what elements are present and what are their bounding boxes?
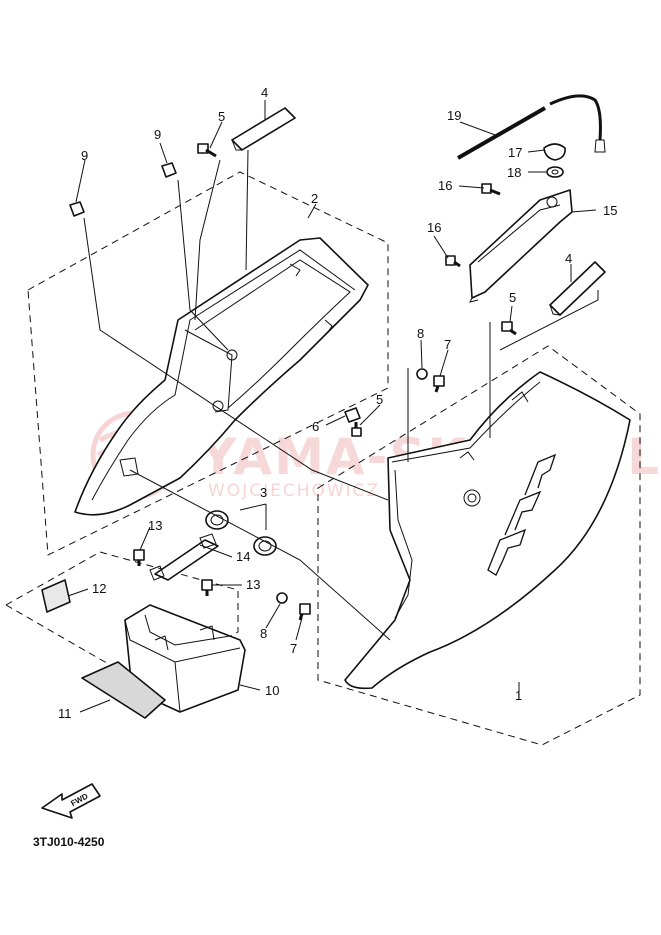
part-15-bracket [469, 189, 573, 303]
group-box-1 [317, 345, 641, 746]
callout-3: 3 [260, 485, 267, 500]
part-14-band [149, 533, 219, 581]
part-5-bolt-c [351, 422, 362, 437]
callout-16a: 16 [438, 178, 452, 193]
part-7-screw-a [433, 375, 445, 393]
part-3-grommet-a [205, 510, 229, 530]
group-box-2 [27, 171, 389, 556]
callout-12: 12 [92, 581, 106, 596]
callout-7a: 7 [444, 337, 451, 352]
callout-4b: 4 [565, 251, 572, 266]
callout-8a: 8 [417, 326, 424, 341]
callout-5b: 5 [509, 290, 516, 305]
callout-9a: 9 [81, 148, 88, 163]
callout-14: 14 [236, 549, 250, 564]
part-19-hose [457, 94, 606, 160]
callouts: 1 2 3 4 4 5 5 5 6 7 7 8 8 9 9 10 11 12 1… [58, 85, 617, 721]
part-2-tail-cowl [74, 237, 369, 516]
part-16-bolt-a [481, 183, 501, 196]
part-3-grommet-b [253, 536, 277, 556]
part-18-washer [546, 166, 564, 178]
fwd-arrow-icon: FWD [41, 783, 101, 819]
part-5-bolt-a [197, 143, 217, 158]
callout-18: 18 [507, 165, 521, 180]
callout-13a: 13 [148, 518, 162, 533]
callout-15: 15 [603, 203, 617, 218]
part-16-bolt-b [445, 255, 461, 268]
callout-4a: 4 [261, 85, 268, 100]
callout-5c: 5 [376, 392, 383, 407]
callout-9b: 9 [154, 127, 161, 142]
callout-1: 1 [515, 688, 522, 703]
part-9-grommet-a [69, 201, 85, 217]
part-5-bolt-b [501, 321, 517, 336]
part-11-mat [81, 661, 166, 719]
part-6-clip [344, 407, 361, 423]
callout-6: 6 [312, 419, 319, 434]
callout-10: 10 [265, 683, 279, 698]
callout-13b: 13 [246, 577, 260, 592]
callout-5a: 5 [218, 109, 225, 124]
part-13-screw-a [133, 549, 145, 566]
part-8-collar-a [416, 368, 428, 380]
part-4-strip-a [231, 107, 296, 151]
leader-lines [67, 100, 599, 713]
callout-8b: 8 [260, 626, 267, 641]
callout-2: 2 [311, 191, 318, 206]
callout-16b: 16 [427, 220, 441, 235]
part-17-cap [543, 143, 566, 161]
part-4-strip-b [549, 261, 606, 316]
part-13-screw-b [201, 579, 213, 596]
part-1-side-cover [344, 371, 631, 690]
part-9-grommet-b [161, 162, 177, 178]
callout-17: 17 [508, 145, 522, 160]
callout-7b: 7 [290, 641, 297, 656]
part-8-collar-b [276, 592, 288, 604]
callout-11: 11 [58, 706, 72, 721]
callout-19: 19 [447, 108, 461, 123]
part-7-screw-b [298, 603, 311, 621]
fzr-logo-icon [487, 453, 557, 576]
diagram-code: 3TJ010-4250 [33, 835, 105, 849]
part-12-pad [41, 579, 71, 613]
